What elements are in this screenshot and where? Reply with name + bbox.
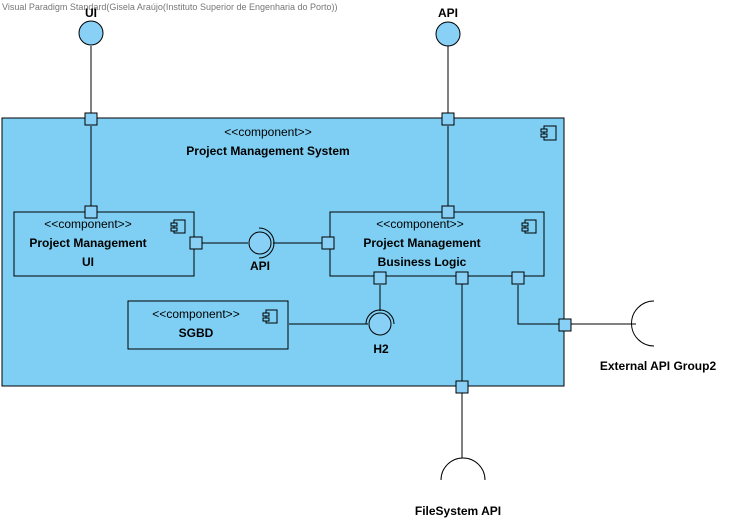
- watermark: Visual Paradigm Standard(Gisela Araújo(I…: [2, 2, 338, 12]
- ui-interface-label: UI: [85, 6, 97, 20]
- bl-component-name-line1: Project Management: [363, 236, 480, 250]
- ui-component-stereotype: <<component>>: [44, 217, 131, 231]
- api-interface-label: API: [438, 6, 458, 20]
- port-system-ui[interactable]: [84, 112, 98, 126]
- system-component-icon: [540, 125, 557, 141]
- sgbd-component-name: SGBD: [179, 326, 214, 340]
- port-bl-top[interactable]: [441, 205, 455, 219]
- filesystem-api-required-interface[interactable]: FileSystem API: [415, 457, 501, 518]
- ports: [84, 112, 572, 394]
- port-ui-top[interactable]: [84, 205, 98, 219]
- connectors: [90, 46, 636, 458]
- port-bl-left[interactable]: [321, 236, 335, 250]
- ui-component-icon: [170, 219, 186, 234]
- port-system-filesystem[interactable]: [455, 380, 469, 394]
- system-name: Project Management System: [186, 144, 349, 158]
- component-business-logic[interactable]: <<component>> Project Management Busines…: [329, 211, 545, 277]
- port-bl-filesystem[interactable]: [455, 271, 469, 285]
- component-sgbd[interactable]: <<component>> SGBD: [127, 300, 289, 350]
- port-system-api[interactable]: [441, 112, 455, 126]
- bl-component-name-line2: Business Logic: [378, 255, 467, 269]
- external-api-label: External API Group2: [600, 359, 717, 373]
- api-provided-interface[interactable]: API: [435, 6, 461, 47]
- h2-ball-and-socket[interactable]: H2: [365, 309, 395, 356]
- api-ball-and-socket[interactable]: API: [248, 227, 275, 273]
- system-stereotype: <<component>>: [224, 125, 311, 139]
- filesystem-api-label: FileSystem API: [415, 504, 501, 518]
- sgbd-component-stereotype: <<component>>: [152, 307, 239, 321]
- component-project-management-ui[interactable]: <<component>> Project Management UI: [13, 211, 195, 277]
- port-bl-external[interactable]: [511, 271, 525, 285]
- ui-component-name-line1: Project Management: [29, 236, 146, 250]
- port-ui-right[interactable]: [189, 236, 203, 250]
- port-system-external-api[interactable]: [558, 318, 572, 332]
- bl-to-external-port-line: [517, 285, 559, 325]
- ui-component-name-line2: UI: [82, 255, 94, 269]
- internal-api-label: API: [250, 259, 270, 273]
- bl-component-icon: [521, 219, 537, 234]
- ui-provided-interface[interactable]: UI: [78, 6, 104, 46]
- external-api-required-interface[interactable]: External API Group2: [600, 300, 717, 373]
- sgbd-component-icon: [262, 309, 278, 324]
- h2-label: H2: [373, 342, 389, 356]
- bl-component-stereotype: <<component>>: [376, 217, 463, 231]
- port-bl-h2[interactable]: [373, 271, 387, 285]
